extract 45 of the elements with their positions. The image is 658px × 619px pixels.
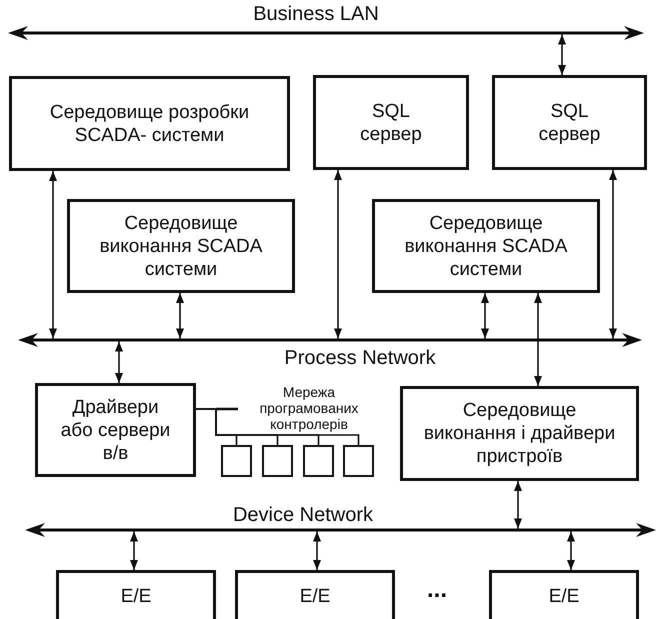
double-arrow	[609, 170, 617, 338]
double-arrow	[534, 293, 542, 386]
network-label: Device Network	[232, 504, 374, 526]
device-box	[262, 445, 293, 477]
process-box	[67, 199, 295, 293]
network-line	[196, 408, 360, 445]
process-box	[235, 570, 395, 619]
double-arrow	[514, 481, 522, 528]
process-box	[400, 386, 639, 481]
process-box	[489, 570, 639, 619]
box-label: SQL сервер	[538, 100, 602, 146]
box-label: Середовище виконання і драйвери пристроїв	[423, 399, 616, 468]
double-arrow	[49, 171, 57, 338]
process-box	[313, 75, 469, 170]
process-box	[492, 75, 647, 170]
double-arrow	[334, 170, 342, 338]
network-label: Process Network	[284, 347, 436, 369]
box-label: Середовище виконання SCADA системи	[404, 212, 568, 280]
device-box	[221, 445, 252, 477]
double-arrow	[176, 293, 184, 338]
box-label: SQL сервер	[359, 100, 423, 146]
ellipsis: ...	[426, 577, 448, 603]
box-label: Е/Е	[120, 584, 152, 608]
double-arrow	[567, 532, 575, 570]
box-label: Середовище виконання SCADA системи	[98, 212, 264, 280]
process-box	[56, 570, 216, 619]
process-box	[372, 199, 600, 293]
bus-line	[8, 26, 644, 40]
double-arrow	[313, 532, 321, 570]
bus-line	[18, 333, 642, 347]
double-arrow	[115, 342, 123, 383]
process-box	[9, 76, 290, 171]
box-label: Е/Е	[548, 584, 580, 608]
network-caption: Мережа програмованих контролерів	[258, 384, 360, 432]
device-box	[343, 445, 374, 477]
device-box	[303, 445, 334, 477]
double-arrow	[481, 293, 489, 338]
box-label: Е/Е	[300, 584, 330, 608]
double-arrow	[558, 34, 566, 75]
bus-line	[25, 523, 656, 537]
box-label: Середовище розробки SCADA- системи	[48, 100, 250, 146]
process-box	[35, 383, 196, 477]
double-arrow	[130, 532, 138, 570]
network-label: Business LAN	[253, 3, 379, 25]
box-label: Драйвери або сервери в/в	[60, 396, 172, 464]
